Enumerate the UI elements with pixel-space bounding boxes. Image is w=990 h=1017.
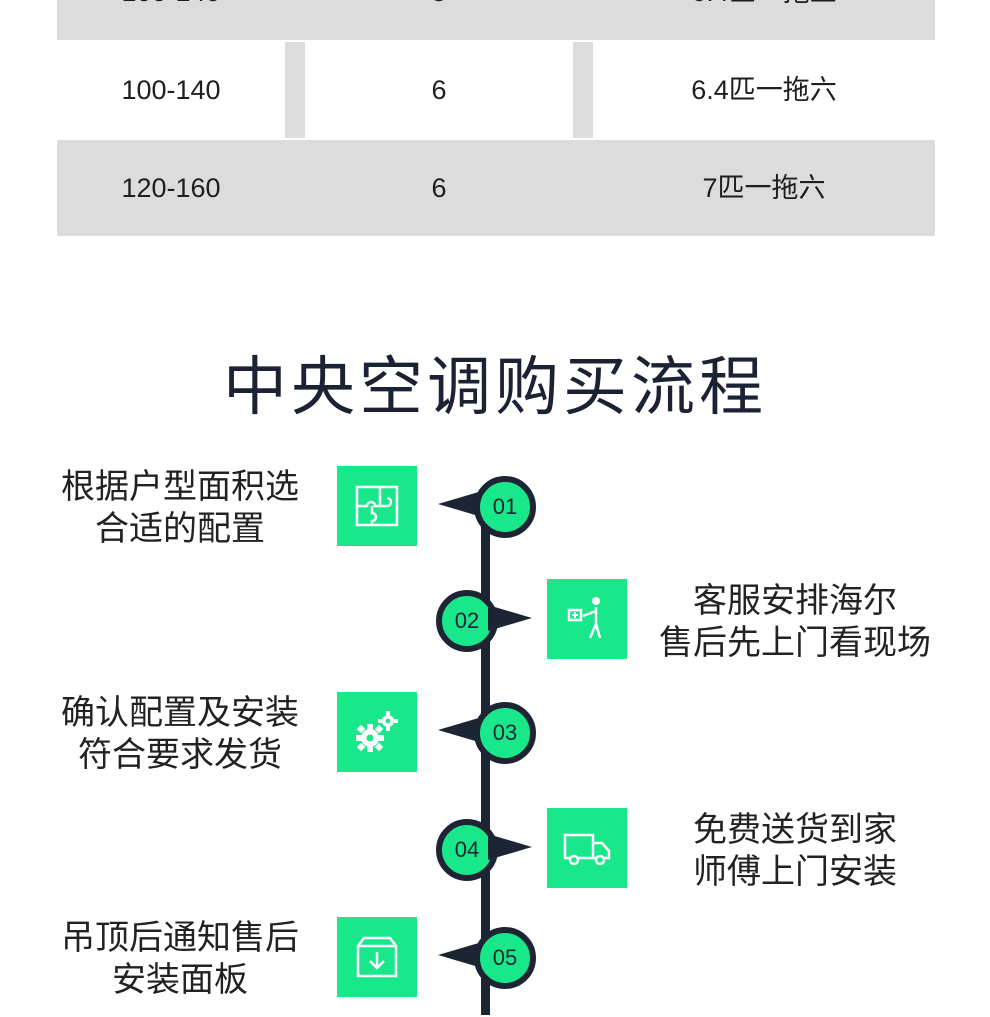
step-label: 客服安排海尔 售后先上门看现场 [659, 582, 931, 662]
step-number-badge: 05 [474, 927, 536, 989]
puzzle-icon [337, 466, 417, 546]
delivery-person-icon [547, 579, 627, 659]
cell-config: 7匹一拖六 [702, 173, 826, 203]
step-label: 吊顶后通知售后 安装面板 [61, 919, 299, 999]
cell-rooms: 5 [305, 0, 573, 40]
process-step-02: 02 客服安排海尔 售后先上门看现场 [0, 578, 990, 678]
table-row: 100-140 5 6.4匹一拖五 [57, 0, 935, 40]
cell-area: 120-160 [121, 173, 221, 203]
process-step-01: 根据户型面积选 合适的配置 01 [0, 466, 990, 566]
cell-config: 6.4匹一拖五 [593, 0, 935, 40]
step-label: 免费送货到家 师傅上门安装 [693, 811, 897, 891]
step-number-badge: 01 [474, 476, 536, 538]
timeline-line [481, 505, 490, 1015]
gears-icon [337, 692, 417, 772]
cell-area: 100-140 [57, 0, 285, 40]
download-box-icon [337, 917, 417, 997]
process-step-05: 吊顶后通知售后 安装面板 05 [0, 917, 990, 1017]
table-row: 100-140 6 6.4匹一拖六 [57, 42, 935, 138]
truck-icon [547, 808, 627, 888]
page-title: 中央空调购买流程 [223, 351, 767, 423]
step-number-badge: 03 [474, 702, 536, 764]
table-row: 120-160 6 7匹一拖六 [57, 140, 935, 236]
process-step-04: 04 免费送货到家 师傅上门安装 [0, 807, 990, 907]
cell-area: 100-140 [121, 75, 221, 105]
cell-rooms: 6 [431, 75, 447, 105]
cell-config: 6.4匹一拖六 [691, 75, 837, 105]
cell-rooms: 6 [431, 173, 447, 203]
step-label: 确认配置及安装 符合要求发货 [61, 694, 299, 774]
step-label: 根据户型面积选 合适的配置 [61, 468, 299, 548]
process-step-03: 确认配置及安装 符合要求发货 03 [0, 692, 990, 792]
